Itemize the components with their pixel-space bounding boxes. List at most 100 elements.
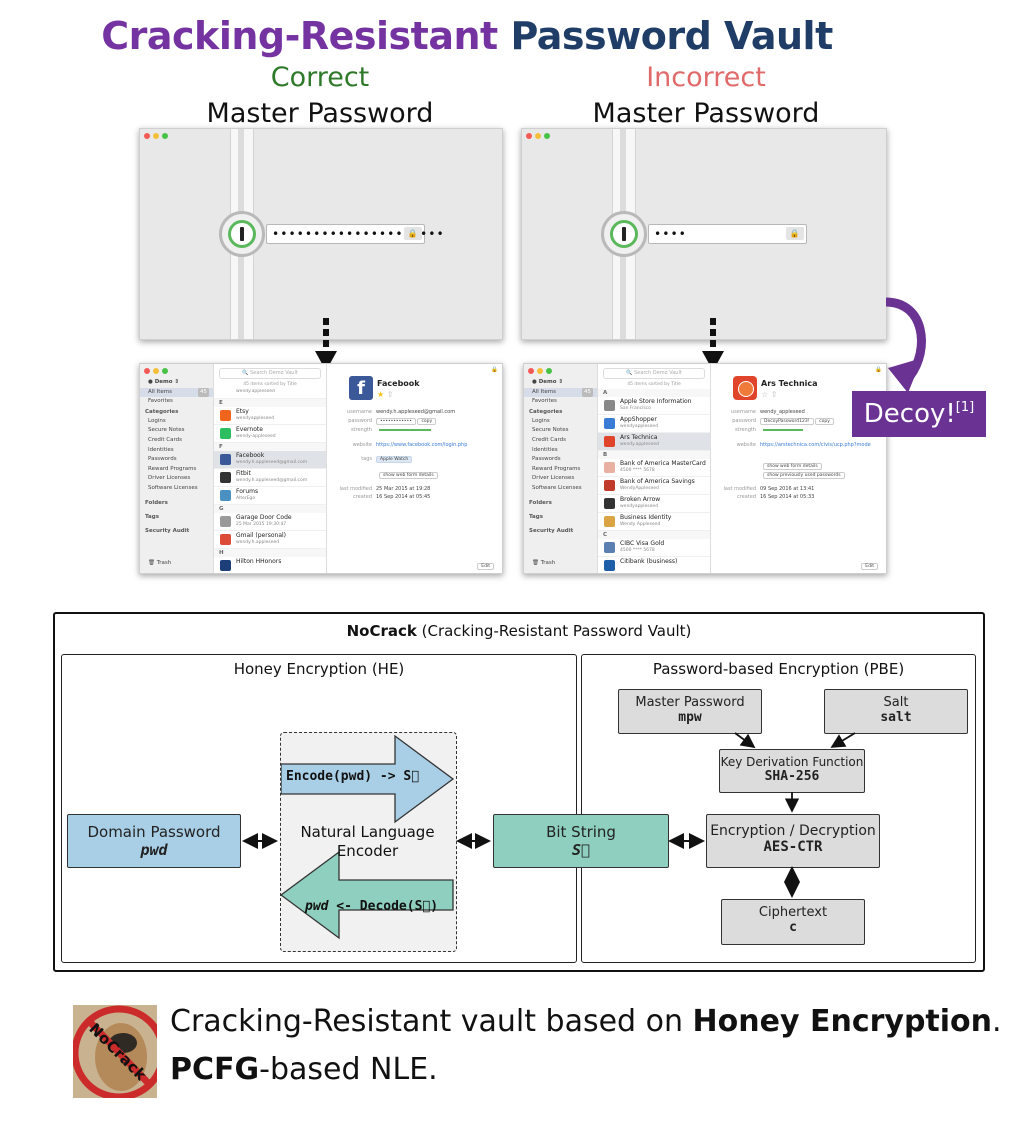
list-item[interactable]: Gmail (personal)wendy.h.appleseed bbox=[214, 531, 326, 549]
sidebar-item-driver-licenses[interactable]: Driver Licenses bbox=[532, 475, 575, 482]
sidebar-item-passwords[interactable]: Passwords bbox=[148, 456, 177, 463]
sidebar-item-tags[interactable]: Tags bbox=[145, 513, 159, 520]
item-subtitle: wendy.h.appleseed@gmail.com bbox=[236, 460, 308, 465]
sort-label[interactable]: 45 items sorted by Title bbox=[243, 382, 297, 387]
strength-bar bbox=[763, 429, 803, 431]
list-section-header: F bbox=[214, 443, 326, 451]
password-value[interactable]: •••••••••••• bbox=[376, 418, 416, 425]
copy-button[interactable]: copy bbox=[815, 418, 834, 425]
sidebar-item-favorites[interactable]: Favorites bbox=[532, 398, 557, 405]
username-value[interactable]: wendy_appleseed bbox=[760, 409, 805, 415]
edit-button[interactable]: Edit bbox=[477, 563, 494, 570]
search-input[interactable]: 🔍 Search Demo Vault bbox=[219, 368, 321, 379]
strength-bar bbox=[379, 429, 431, 431]
list-item[interactable]: wendy.appleseed bbox=[214, 389, 326, 399]
sidebar-item-favorites[interactable]: Favorites bbox=[148, 398, 173, 405]
website-link[interactable]: https://arstechnica.com/civis/ucp.php?mo… bbox=[760, 442, 871, 448]
sidebar-item-software-licenses[interactable]: Software Licenses bbox=[148, 484, 198, 491]
sidebar-item-reward-programs[interactable]: Reward Programs bbox=[532, 465, 581, 472]
website-link[interactable]: https://www.facebook.com/login.php bbox=[376, 442, 468, 448]
sidebar-item-trash[interactable]: 🗑 Trash bbox=[148, 560, 172, 567]
master-password-field[interactable]: ••••••••••••••••••••• 🔒 bbox=[266, 224, 444, 244]
search-input[interactable]: 🔍 Search Demo Vault bbox=[603, 368, 705, 379]
show-previous-passwords-button[interactable]: show previously used passwords bbox=[763, 472, 845, 479]
sidebar-item-tags[interactable]: Tags bbox=[529, 513, 543, 520]
lock-icon[interactable]: 🔒 bbox=[491, 367, 498, 373]
sidebar-item-logins[interactable]: Logins bbox=[148, 417, 166, 424]
facebook-icon: f bbox=[349, 376, 373, 400]
vault-selector[interactable]: ● Demo ⇕ bbox=[532, 379, 564, 385]
item-icon bbox=[604, 516, 615, 527]
item-subtitle: wendy-appleseed bbox=[236, 434, 276, 439]
star-icon[interactable]: ★ ⇧ bbox=[377, 390, 394, 399]
item-subtitle: wendy.h.appleseed bbox=[236, 540, 280, 545]
title-part-1: Cracking-Resistant bbox=[101, 14, 498, 58]
star-icon[interactable]: ☆ ⇧ bbox=[761, 390, 778, 399]
show-web-form-button[interactable]: show web form details bbox=[763, 463, 822, 470]
sidebar-item-all-items[interactable]: All Items 45 bbox=[524, 387, 597, 398]
item-icon bbox=[604, 542, 615, 553]
sidebar-item-folders[interactable]: Folders bbox=[529, 499, 552, 506]
sidebar-item-credit-cards[interactable]: Credit Cards bbox=[148, 436, 183, 443]
decoy-label: Decoy![1] bbox=[852, 391, 986, 437]
edit-button[interactable]: Edit bbox=[861, 563, 878, 570]
master-password-field[interactable]: •••• 🔒 bbox=[648, 224, 807, 244]
lock-icon[interactable]: 🔒 bbox=[875, 367, 882, 373]
sidebar-item-identities[interactable]: Identities bbox=[148, 446, 174, 453]
item-list: 🔍 Search Demo Vault 45 items sorted by T… bbox=[214, 364, 327, 573]
item-icon bbox=[220, 428, 231, 439]
vault-selector[interactable]: ● Demo ⇕ bbox=[148, 379, 180, 385]
decode-label: pwd <- Decode(S⃗) bbox=[305, 899, 439, 914]
password-value[interactable]: DecoyPassword123! bbox=[760, 418, 814, 425]
sidebar-item-credit-cards[interactable]: Credit Cards bbox=[532, 436, 567, 443]
sidebar-item-all-items[interactable]: All Items 45 bbox=[140, 387, 213, 398]
sidebar-item-security-audit[interactable]: Security Audit bbox=[529, 527, 574, 534]
sidebar-item-trash[interactable]: 🗑 Trash bbox=[532, 560, 556, 567]
item-title: Fitbit bbox=[236, 470, 251, 477]
diagram-title: NoCrack (Cracking-Resistant Password Vau… bbox=[346, 622, 692, 640]
connector-arrows bbox=[242, 732, 856, 898]
item-subtitle: 4500 **** 5678 bbox=[620, 548, 655, 553]
item-subtitle: Wendy Appleseed bbox=[620, 522, 661, 527]
sidebar-item-folders[interactable]: Folders bbox=[145, 499, 168, 506]
sidebar-item-passwords[interactable]: Passwords bbox=[532, 456, 561, 463]
window-controls[interactable] bbox=[144, 133, 168, 139]
sidebar-item-security-audit[interactable]: Security Audit bbox=[145, 527, 190, 534]
item-title: Business Identity bbox=[620, 514, 672, 521]
copy-button[interactable]: copy bbox=[417, 418, 437, 425]
list-item[interactable]: Citibank (business) bbox=[598, 557, 710, 573]
sidebar-item-software-licenses[interactable]: Software Licenses bbox=[532, 484, 582, 491]
show-web-form-button[interactable]: show web form details bbox=[379, 472, 438, 479]
sidebar-item-reward-programs[interactable]: Reward Programs bbox=[148, 465, 197, 472]
username-value[interactable]: wendy.h.appleseed@gmail.com bbox=[376, 409, 456, 415]
sidebar-item-driver-licenses[interactable]: Driver Licenses bbox=[148, 475, 191, 482]
item-title: Ars Technica bbox=[620, 434, 658, 441]
sidebar-item-secure-notes[interactable]: Secure Notes bbox=[148, 427, 185, 434]
sidebar-item-secure-notes[interactable]: Secure Notes bbox=[532, 427, 569, 434]
item-title: Bank of America MasterCard bbox=[620, 460, 706, 467]
item-title: Evernote bbox=[236, 426, 263, 433]
sidebar-item-logins[interactable]: Logins bbox=[532, 417, 550, 424]
window-controls[interactable] bbox=[526, 133, 550, 139]
tag-badge[interactable]: Apple Watch bbox=[376, 456, 413, 463]
sort-label[interactable]: 45 items sorted by Title bbox=[627, 382, 681, 387]
list-item[interactable]: Hilton HHonors bbox=[214, 557, 326, 573]
pbe-title: Password-based Encryption (PBE) bbox=[652, 660, 905, 678]
item-title: CIBC Visa Gold bbox=[620, 540, 665, 547]
sidebar-item-identities[interactable]: Identities bbox=[532, 446, 558, 453]
item-subtitle: wendyappleseed bbox=[620, 504, 659, 509]
